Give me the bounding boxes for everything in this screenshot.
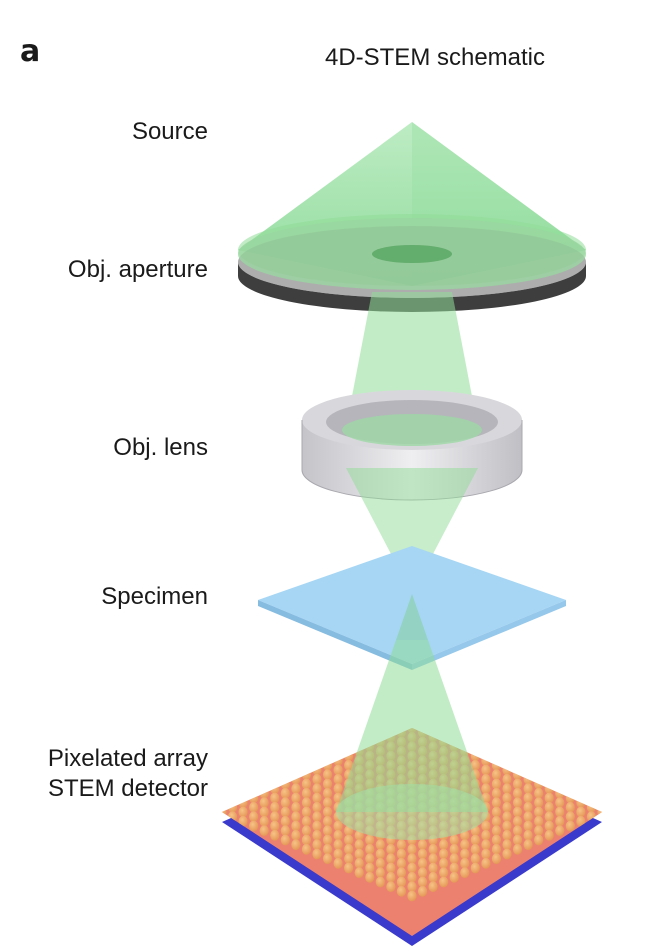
beam-to-detector bbox=[336, 640, 488, 840]
